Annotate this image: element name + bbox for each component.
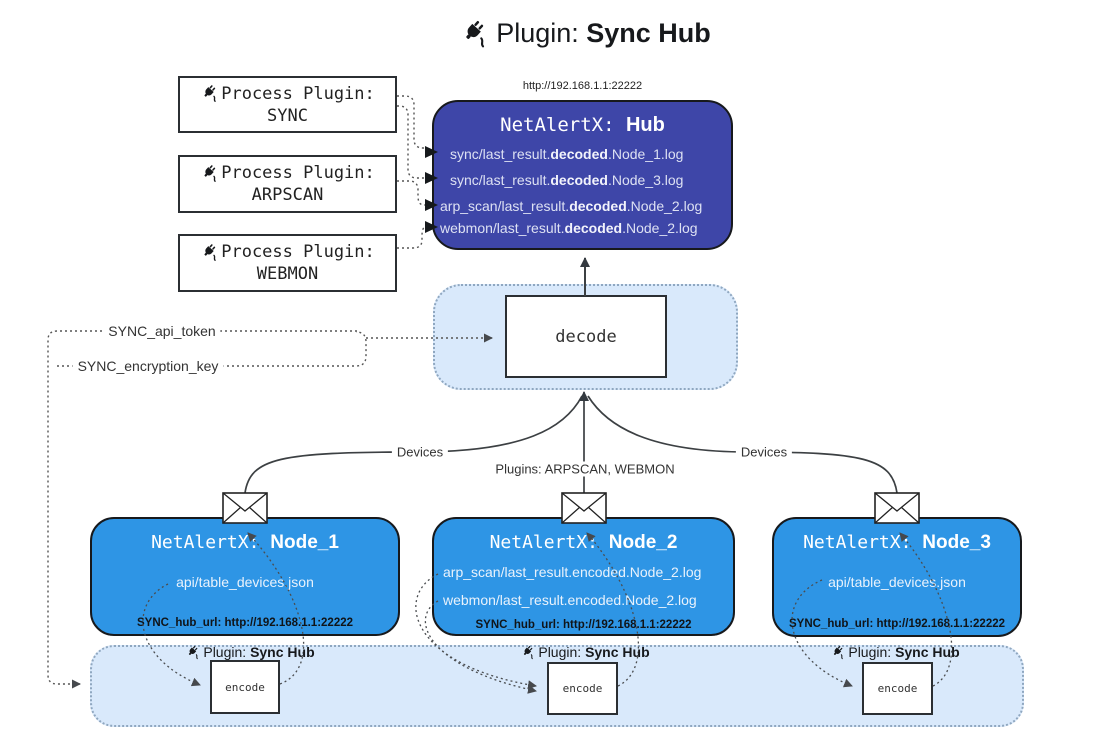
decode-box: decode	[505, 295, 667, 378]
plug-icon	[200, 164, 219, 183]
encode-label: encode	[225, 680, 265, 694]
plugin-to-hub-connectors	[397, 95, 426, 249]
plug-icon	[200, 84, 219, 103]
encode-label: encode	[877, 682, 918, 695]
plug-icon	[459, 19, 489, 49]
node2-box: NetAlertX: Node_2 arp_scan/last_result.e…	[432, 517, 735, 636]
hub-log-line: sync/last_result.decoded.Node_3.log	[450, 172, 684, 188]
encode-box-3: encode	[862, 662, 933, 715]
plugins-label: Plugins: ARPSCAN, WEBMON	[490, 461, 680, 477]
encode-box-2: encode	[547, 662, 618, 715]
node1-title: NetAlertX: Node_1	[151, 532, 339, 553]
process-plugin-label: Process Plugin:	[221, 163, 375, 183]
process-plugin-sync-box: Process Plugin: SYNC	[178, 76, 397, 133]
hub-box: NetAlertX: Hub sync/last_result.decoded.…	[432, 100, 733, 250]
hub-log-line: arp_scan/last_result.decoded.Node_2.log	[440, 198, 703, 214]
process-plugin-arpscan-box: Process Plugin: ARPSCAN	[178, 155, 397, 213]
node2-line: webmon/last_result.encoded.Node_2.log	[443, 592, 697, 608]
encode-label: encode	[562, 682, 603, 695]
process-plugin-label: Process Plugin:	[221, 242, 375, 262]
devices-label-left: Devices	[391, 444, 449, 460]
sync-encryption-key-label: SYNC_encryption_key	[72, 358, 224, 374]
node2-line: arp_scan/last_result.encoded.Node_2.log	[443, 564, 702, 580]
encode-box-1: encode	[210, 660, 280, 714]
node3-box: NetAlertX: Node_3 api/table_devices.json…	[772, 517, 1022, 637]
plug-icon	[830, 645, 845, 660]
hub-log-line: webmon/last_result.decoded.Node_2.log	[440, 220, 698, 236]
process-plugin-name: SYNC	[267, 105, 308, 126]
node-to-decode-curves	[244, 391, 898, 494]
title-prefix: Plugin:	[496, 18, 587, 48]
process-plugin-name: WEBMON	[256, 264, 319, 284]
process-plugin-webmon-box: Process Plugin: WEBMON	[178, 234, 397, 292]
hub-log-line: sync/last_result.decoded.Node_1.log	[450, 146, 684, 162]
node2-hub-url: SYNC_hub_url: http://192.168.1.1:22222	[475, 619, 692, 631]
node2-title: NetAlertX: Node_2	[489, 532, 678, 553]
hub-title: NetAlertX: Hub	[500, 114, 665, 136]
process-plugin-label: Process Plugin:	[221, 83, 375, 104]
node3-title: NetAlertX: Node_3	[803, 532, 991, 553]
node3-hub-url: SYNC_hub_url: http://192.168.1.1:22222	[788, 618, 1006, 630]
sync-api-token-label: SYNC_api_token	[103, 323, 221, 339]
title-bold: Sync Hub	[586, 18, 711, 48]
node1-line: api/table_devices.json	[176, 574, 314, 590]
encode-section-label-1: Plugin: Sync Hub	[185, 644, 315, 660]
node1-box: NetAlertX: Node_1 api/table_devices.json…	[90, 517, 400, 636]
node3-line: api/table_devices.json	[828, 574, 966, 590]
node1-hub-url: SYNC_hub_url: http://192.168.1.1:22222	[136, 617, 354, 629]
devices-label-right: Devices	[735, 444, 793, 460]
hub-url-label: http://192.168.1.1:22222	[522, 80, 643, 92]
process-plugin-name: ARPSCAN	[251, 185, 324, 205]
plug-icon	[185, 645, 200, 660]
plug-icon	[200, 243, 219, 262]
encode-section-label-3: Plugin: Sync Hub	[830, 644, 960, 660]
encode-section-label-2: Plugin: Sync Hub	[520, 644, 650, 660]
page-title: Plugin: Sync Hub	[459, 18, 711, 49]
decode-label: decode	[555, 326, 617, 347]
plug-icon	[520, 645, 535, 660]
